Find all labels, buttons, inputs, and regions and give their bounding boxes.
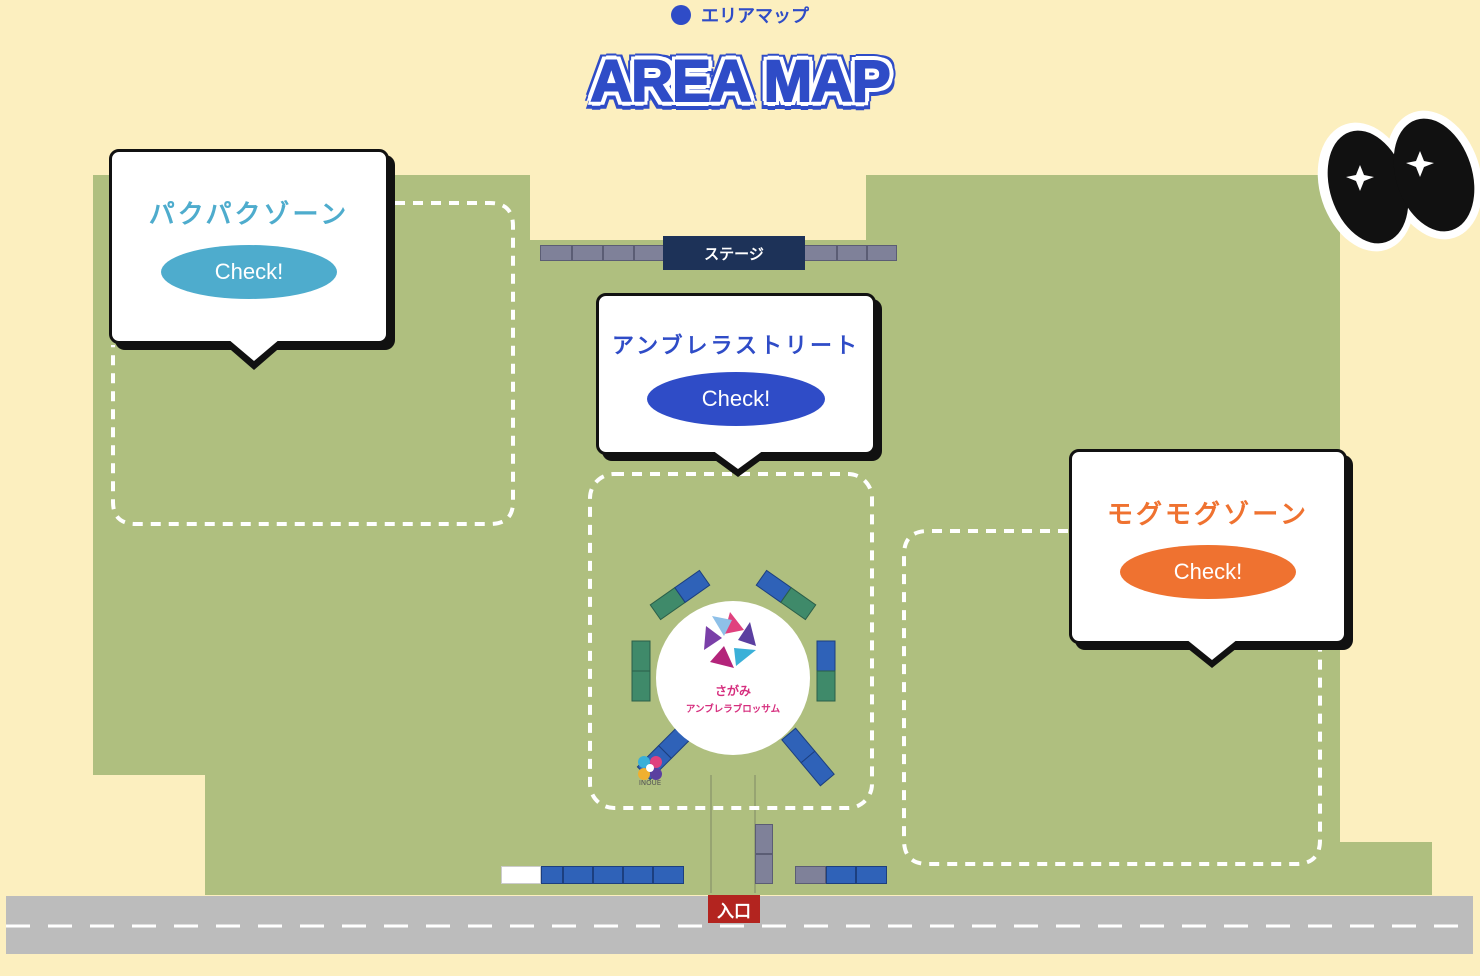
stage-block xyxy=(634,245,664,261)
check-button[interactable]: Check! xyxy=(1120,545,1296,599)
stall xyxy=(826,866,856,884)
kicker-text: エリアマップ xyxy=(701,6,809,27)
plaza-stalls xyxy=(631,569,836,787)
stall xyxy=(623,866,653,884)
zone-title: アンブレラストリート xyxy=(611,334,861,359)
stage-block xyxy=(804,245,837,261)
zone-title: モグモグゾーン xyxy=(1107,500,1309,530)
center-plaza-name: さがみ アンブレラブロッサム xyxy=(656,682,810,715)
zone-callout-mogumogu: モグモグゾーン Check! xyxy=(1069,449,1347,644)
grass-area xyxy=(93,175,1432,895)
callout-tail xyxy=(1186,639,1238,660)
stall xyxy=(501,866,541,884)
stage-block xyxy=(867,245,897,261)
stage-block xyxy=(603,245,634,261)
zone-outline-pakupaku xyxy=(111,201,515,526)
map-kicker: エリアマップ xyxy=(0,0,1480,29)
stage-block xyxy=(572,245,603,261)
center-plaza-name-line2: アンブレラブロッサム xyxy=(685,704,781,715)
sponsor-label: INOUE xyxy=(638,779,662,787)
dot-icon xyxy=(671,5,691,25)
stall xyxy=(856,866,887,884)
zone-callout-umbrella-street: アンブレラストリート Check! xyxy=(596,293,876,455)
page-title-text: AREA MAP xyxy=(589,48,891,115)
center-plaza-name-line1: さがみ xyxy=(714,684,751,698)
center-plaza-circle xyxy=(656,601,810,755)
callout-tail xyxy=(228,339,280,361)
check-button[interactable]: Check! xyxy=(161,245,337,299)
stall xyxy=(541,866,563,884)
stall xyxy=(755,854,773,884)
stall xyxy=(653,866,684,884)
stall xyxy=(755,824,773,854)
flower-logo-icon xyxy=(704,612,756,668)
stall xyxy=(593,866,623,884)
stage-label: ステージ xyxy=(663,236,805,270)
check-button[interactable]: Check! xyxy=(647,372,825,426)
callout-tail xyxy=(712,450,764,469)
stage-block xyxy=(540,245,572,261)
sponsor-logo-icon xyxy=(638,756,662,780)
zone-outline-mogumogu xyxy=(902,529,1322,866)
entrance-label: 入口 xyxy=(708,895,760,923)
zone-callout-pakupaku: パクパクゾーン Check! xyxy=(109,149,389,344)
stall xyxy=(795,866,826,884)
stall xyxy=(563,866,593,884)
page-title: AREA MAP xyxy=(0,48,1480,115)
zone-title: パクパクゾーン xyxy=(148,200,350,230)
stage-block xyxy=(837,245,867,261)
eyes-icon xyxy=(1317,110,1480,252)
